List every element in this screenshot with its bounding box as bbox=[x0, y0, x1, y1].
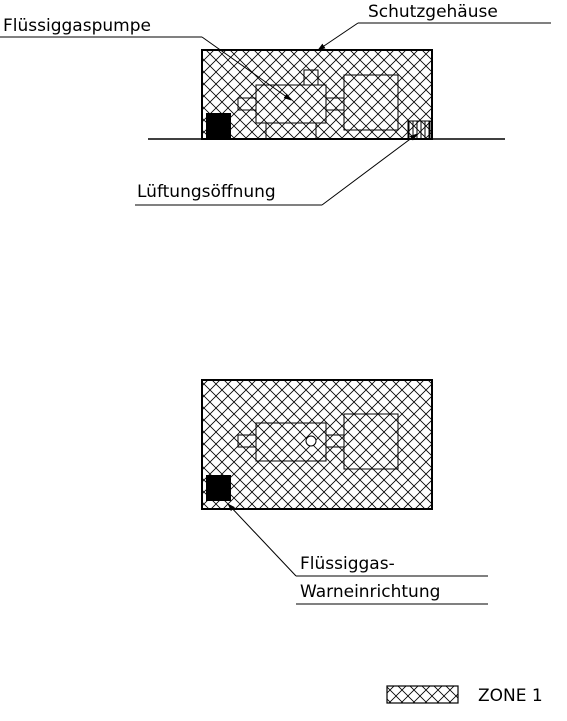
legend-zone-label: ZONE 1 bbox=[478, 686, 543, 706]
pump-motor-top bbox=[343, 413, 399, 470]
pump-top-port bbox=[303, 69, 319, 86]
gas-sensor-side bbox=[206, 113, 231, 139]
pump-assembly-top bbox=[237, 413, 399, 470]
pump-motor bbox=[343, 74, 399, 131]
protective-housing bbox=[201, 49, 433, 140]
pump-port-circle bbox=[305, 435, 317, 447]
gas-sensor-top bbox=[206, 475, 231, 501]
legend-zone-swatch bbox=[386, 685, 459, 704]
warning-label-line2: Warneinrichtung bbox=[300, 582, 440, 602]
vent-label: Lüftungsöffnung bbox=[137, 182, 276, 202]
pump-assembly bbox=[237, 69, 399, 139]
top-view: Flüssiggas- Warneinrichtung bbox=[201, 379, 488, 605]
warning-label-line1: Flüssiggas- bbox=[300, 554, 395, 574]
protective-housing-top bbox=[201, 379, 433, 510]
housing-leader-line bbox=[317, 22, 359, 51]
ventilation-opening bbox=[407, 120, 431, 140]
legend: ZONE 1 bbox=[386, 685, 543, 706]
side-view: Flüssiggaspumpe Schutzgehäuse Lüftungsöf… bbox=[0, 2, 551, 206]
pump-label: Flüssiggaspumpe bbox=[3, 16, 151, 36]
pump-leader-line bbox=[201, 36, 292, 101]
housing-label: Schutzgehäuse bbox=[368, 2, 498, 22]
warning-leader-line bbox=[227, 503, 297, 577]
vent-leader-line bbox=[321, 133, 418, 206]
